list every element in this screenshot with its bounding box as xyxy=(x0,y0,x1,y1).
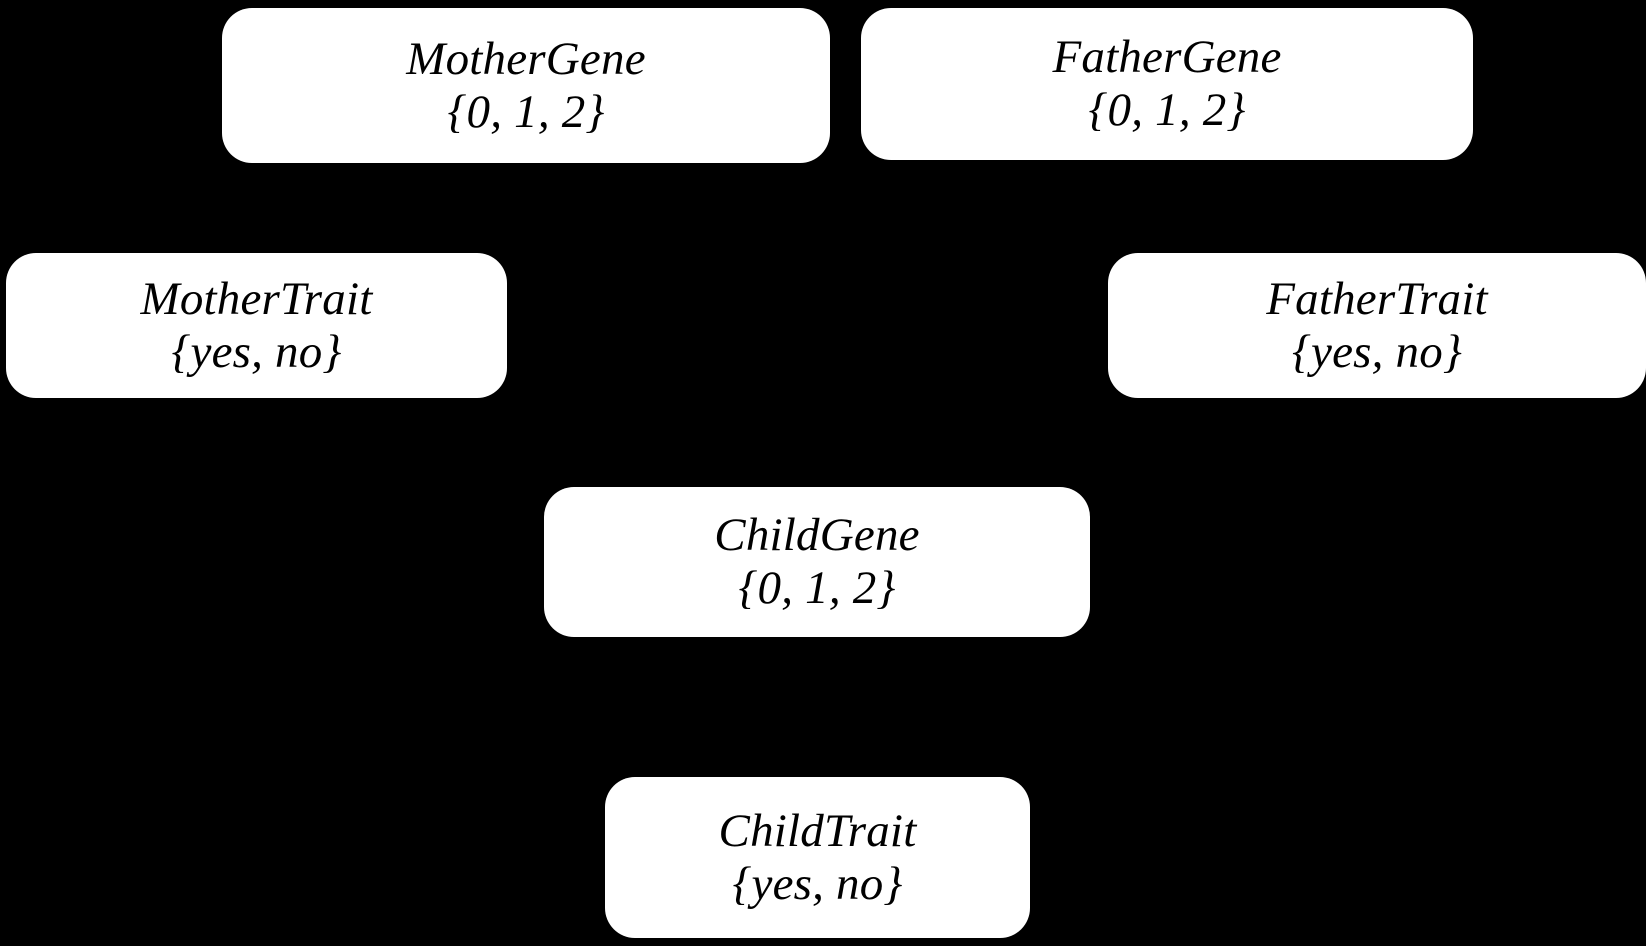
edge-father-gene-to-father-trait xyxy=(1328,159,1382,254)
node-child-gene-label: ChildGene xyxy=(714,509,920,562)
node-child-trait[interactable]: ChildTrait {yes, no} xyxy=(605,777,1030,938)
node-mother-trait-label: MotherTrait xyxy=(140,272,373,325)
node-child-trait-label: ChildTrait xyxy=(718,804,917,857)
node-mother-trait[interactable]: MotherTrait {yes, no} xyxy=(6,253,507,398)
node-child-gene-domain: {0, 1, 2} xyxy=(738,562,896,614)
node-mother-gene[interactable]: MotherGene {0, 1, 2} xyxy=(222,8,830,163)
node-child-gene[interactable]: ChildGene {0, 1, 2} xyxy=(544,487,1090,637)
node-child-trait-domain: {yes, no} xyxy=(732,857,903,910)
node-father-trait-domain: {yes, no} xyxy=(1292,325,1462,378)
edge-father-gene-to-child-gene xyxy=(938,159,1112,488)
node-mother-gene-label: MotherGene xyxy=(406,32,646,85)
node-mother-trait-domain: {yes, no} xyxy=(171,325,342,378)
edge-mother-gene-to-mother-trait xyxy=(248,162,302,254)
node-father-trait[interactable]: FatherTrait {yes, no} xyxy=(1108,253,1646,398)
node-mother-gene-domain: {0, 1, 2} xyxy=(447,85,605,138)
node-father-gene-label: FatherGene xyxy=(1052,31,1282,84)
node-father-trait-label: FatherTrait xyxy=(1266,272,1488,325)
node-father-gene-domain: {0, 1, 2} xyxy=(1088,84,1246,136)
node-father-gene[interactable]: FatherGene {0, 1, 2} xyxy=(861,8,1473,160)
edge-mother-gene-to-child-gene xyxy=(558,162,702,488)
